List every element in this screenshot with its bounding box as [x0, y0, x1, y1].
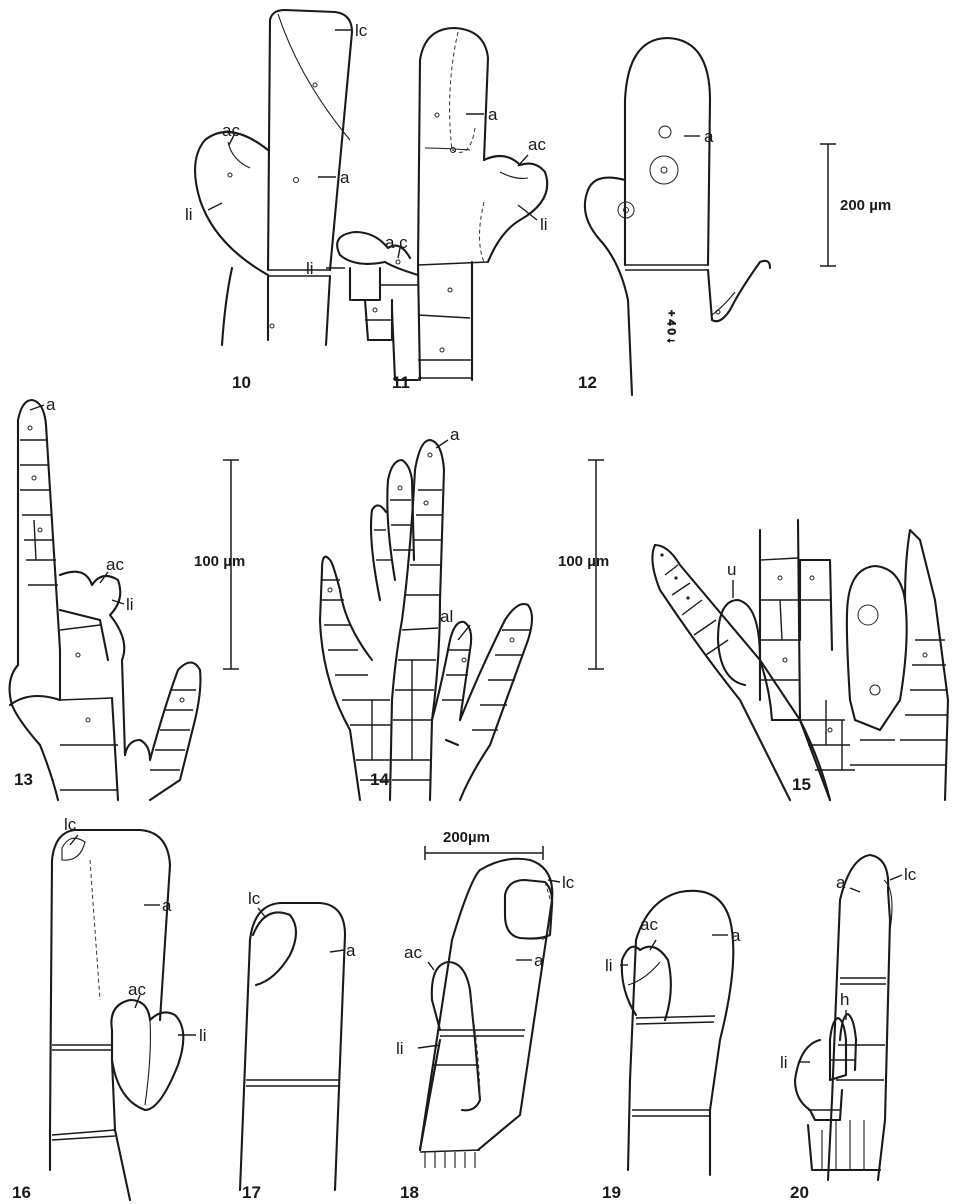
- label-a: a: [488, 105, 498, 124]
- label-li: li: [540, 215, 548, 234]
- figure-number-10: 10: [232, 373, 251, 392]
- figure-10: lc ac li a 10: [185, 10, 368, 392]
- figure-number-14: 14: [370, 770, 389, 789]
- figure-14: a al 14: [320, 425, 532, 800]
- label-ac: ac: [222, 121, 240, 140]
- figure-number-11: 11: [392, 373, 410, 392]
- figure-number-15: 15: [792, 775, 811, 794]
- label-a: a: [731, 926, 741, 945]
- label-a: a: [704, 127, 714, 146]
- figure-number-20: 20: [790, 1183, 809, 1202]
- figure-number-12: 12: [578, 373, 597, 392]
- scale-label-left-middle: 100 µm: [194, 553, 245, 570]
- scale-bar-top: 200 µm: [820, 144, 891, 266]
- label-a: a: [346, 941, 356, 960]
- label-li-2: li: [306, 259, 314, 278]
- label-li: li: [780, 1053, 788, 1072]
- label-li: li: [199, 1026, 207, 1045]
- label-a: a: [450, 425, 460, 444]
- figure-18: lc a ac li 18: [396, 859, 575, 1202]
- label-ac: ac: [404, 943, 422, 962]
- label-al: al: [440, 607, 453, 626]
- label-lc: lc: [562, 873, 575, 892]
- label-a: a: [46, 395, 56, 414]
- figure-number-13: 13: [14, 770, 33, 789]
- label-ac-2: a c: [385, 233, 408, 252]
- label-li: li: [605, 956, 613, 975]
- figure-15: u 15: [652, 520, 948, 800]
- scale-bar-left-middle: 100 µm: [194, 460, 245, 669]
- label-li: li: [126, 595, 134, 614]
- label-a: a: [340, 168, 350, 187]
- figure-number-16: 16: [12, 1183, 31, 1202]
- label-ac: ac: [528, 135, 546, 154]
- label-li: li: [185, 205, 193, 224]
- figure-number-19: 19: [602, 1183, 621, 1202]
- label-a: a: [836, 873, 846, 892]
- label-ac: ac: [640, 915, 658, 934]
- label-a: a: [534, 951, 544, 970]
- figure-12: + 4 0 ↓ a 12: [578, 38, 770, 395]
- scale-label-right-middle: 100 µm: [558, 553, 609, 570]
- label-ac: ac: [128, 980, 146, 999]
- label-h: h: [840, 990, 849, 1009]
- specimen-mark: + 4 0 ↓: [665, 310, 677, 343]
- figure-20: a lc h li 20: [780, 855, 917, 1202]
- scale-bar-bottom: 200µm: [425, 829, 543, 860]
- figure-13: a ac li 13: [10, 395, 201, 800]
- figure-number-18: 18: [400, 1183, 419, 1202]
- scale-label-bottom: 200µm: [443, 829, 490, 846]
- label-li: li: [396, 1039, 404, 1058]
- figure-17: lc a 17: [240, 889, 356, 1202]
- label-lc: lc: [248, 889, 261, 908]
- label-u: u: [727, 560, 736, 579]
- figure-11: a ac li a c li 11: [306, 28, 548, 392]
- label-lc: lc: [355, 21, 368, 40]
- figure-number-17: 17: [242, 1183, 261, 1202]
- figure-16: lc a ac li 16: [12, 815, 207, 1202]
- label-a: a: [162, 896, 172, 915]
- scale-label-top: 200 µm: [840, 197, 891, 214]
- label-lc: lc: [904, 865, 917, 884]
- scale-bar-right-middle: 100 µm: [558, 460, 609, 669]
- figure-19: ac li a 19: [602, 891, 741, 1202]
- label-lc: lc: [64, 815, 77, 834]
- label-ac: ac: [106, 555, 124, 574]
